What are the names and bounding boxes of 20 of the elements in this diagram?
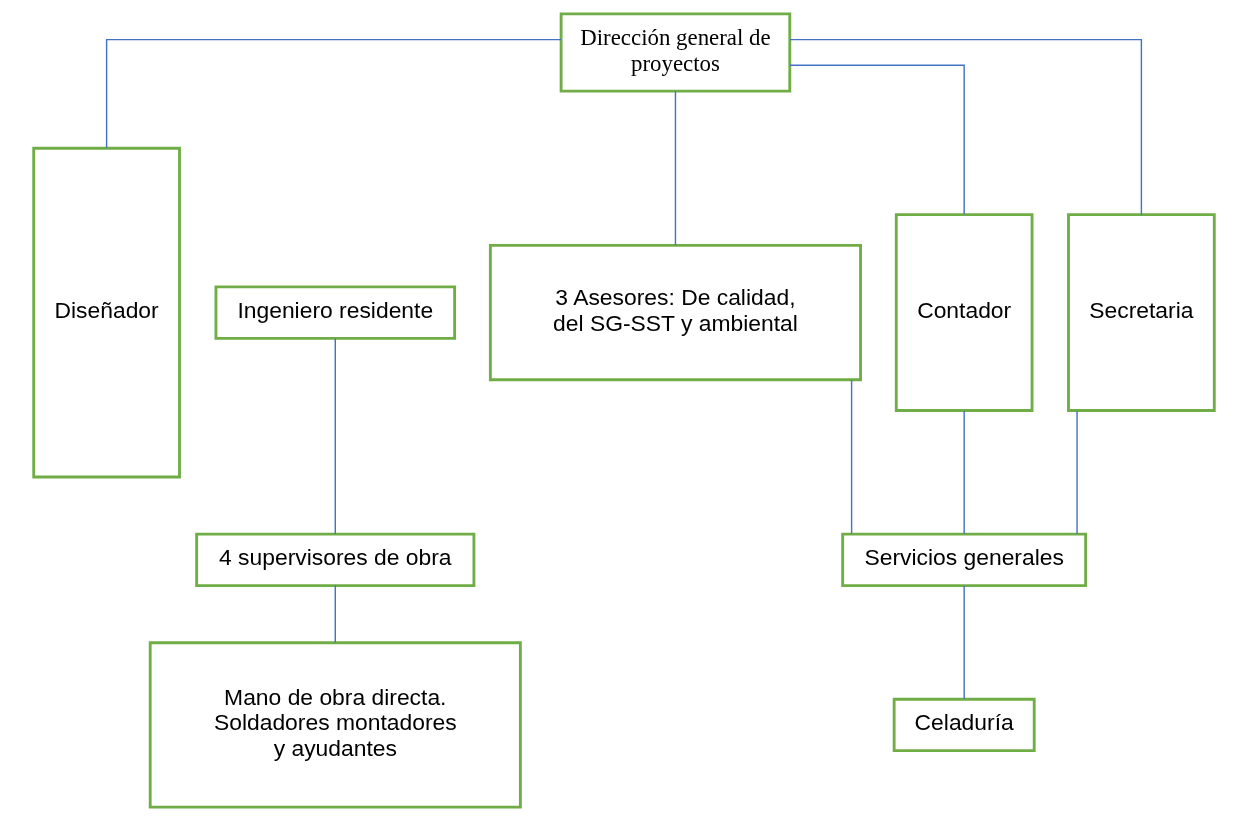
connector — [789, 64, 965, 215]
connector — [334, 337, 336, 535]
node-box: 4 supervisores de obra — [195, 532, 476, 587]
node-box: Mano de obra directa. Soldadores montadores y ayudantes — [148, 641, 522, 809]
connector — [334, 584, 336, 644]
connector — [674, 90, 677, 246]
node-box: Contador — [894, 213, 1034, 412]
connector — [105, 38, 562, 149]
node-box: Celaduría — [892, 697, 1036, 753]
connector — [850, 379, 853, 535]
node-box: Diseñador — [32, 146, 181, 479]
connector — [963, 584, 965, 700]
node-box: Secretaria — [1067, 213, 1216, 412]
connector — [789, 38, 1143, 216]
node-box: Dirección general de proyectos — [559, 12, 792, 93]
connector — [963, 410, 965, 535]
node-box: Servicios generales — [841, 532, 1088, 587]
node-box: Ingeniero residente — [214, 285, 457, 340]
node-box: 3 Asesores: De calidad, del SG-SST y ambiental — [488, 244, 862, 382]
connector — [1076, 410, 1078, 535]
